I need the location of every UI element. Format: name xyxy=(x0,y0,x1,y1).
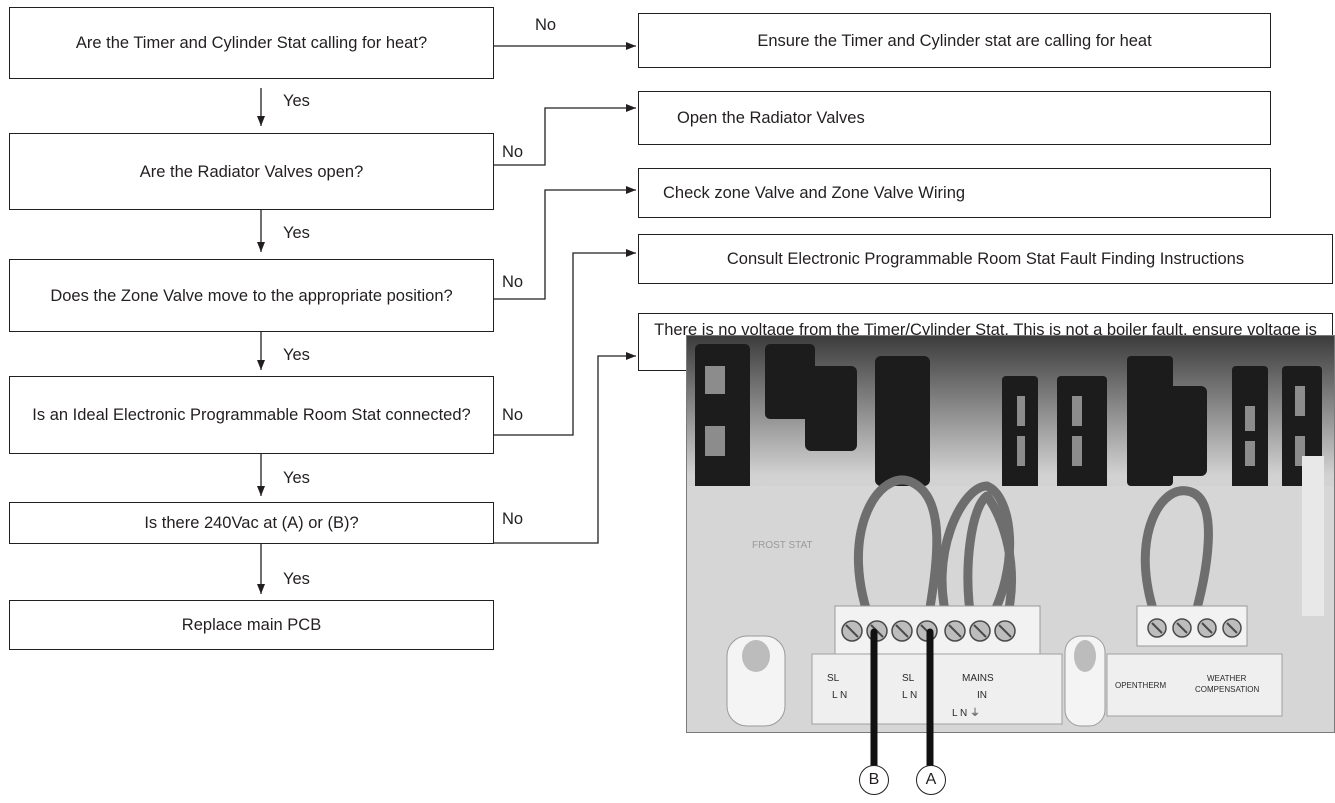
sl-label-2: SL xyxy=(902,673,915,684)
sl-label-1: SL xyxy=(827,673,840,684)
callout-a: A xyxy=(916,765,946,795)
action-open-radiator-valves: Open the Radiator Valves xyxy=(638,91,1271,145)
no-label-1: No xyxy=(535,16,557,34)
action-check-zone-valve: Check zone Valve and Zone Valve Wiring xyxy=(638,168,1271,218)
no-label-3: No xyxy=(502,273,524,291)
no-arrow-5 xyxy=(493,352,636,544)
action-replace-main-pcb: Replace main PCB xyxy=(9,600,494,650)
frost-stat-label: FROST STAT xyxy=(752,540,813,551)
no-arrow-2 xyxy=(493,104,636,166)
weather-label: WEATHER xyxy=(1207,674,1247,683)
sl1-ln-label: L N xyxy=(832,690,847,701)
opentherm-label: OPENTHERM xyxy=(1115,681,1166,690)
yes-label-4: Yes xyxy=(283,469,310,487)
callout-b: B xyxy=(859,765,889,795)
no-arrow-3 xyxy=(493,186,636,300)
question-240vac: Is there 240Vac at (A) or (B)? xyxy=(9,502,494,544)
compensation-label: COMPENSATION xyxy=(1195,685,1260,694)
no-label-5: No xyxy=(502,510,524,528)
action-consult-room-stat: Consult Electronic Programmable Room Sta… xyxy=(638,234,1333,284)
no-label-4: No xyxy=(502,406,524,424)
yes-label-5: Yes xyxy=(283,570,310,588)
sl2-ln-label: L N xyxy=(902,690,917,701)
mains-lne-label: L N ⏚ xyxy=(952,707,980,719)
question-timer-cylinder-stat: Are the Timer and Cylinder Stat calling … xyxy=(9,7,494,79)
yes-label-1: Yes xyxy=(283,92,310,110)
action-ensure-timer-cylinder: Ensure the Timer and Cylinder stat are c… xyxy=(638,13,1271,68)
question-zone-valve: Does the Zone Valve move to the appropri… xyxy=(9,259,494,332)
no-arrow-4 xyxy=(493,249,636,436)
yes-label-3: Yes xyxy=(283,346,310,364)
yes-label-2: Yes xyxy=(283,224,310,242)
no-label-2: No xyxy=(502,143,524,161)
mains-label: MAINS xyxy=(962,673,994,684)
terminal-block-illustration: FROST STAT SL SL MAINS IN L N L N L N ⏚ … xyxy=(687,336,1334,732)
question-room-stat: Is an Ideal Electronic Programmable Room… xyxy=(9,376,494,454)
terminal-block-photo: FROST STAT SL SL MAINS IN L N L N L N ⏚ … xyxy=(686,335,1335,733)
mains-in-label: IN xyxy=(977,690,987,701)
question-radiator-valves: Are the Radiator Valves open? xyxy=(9,133,494,210)
